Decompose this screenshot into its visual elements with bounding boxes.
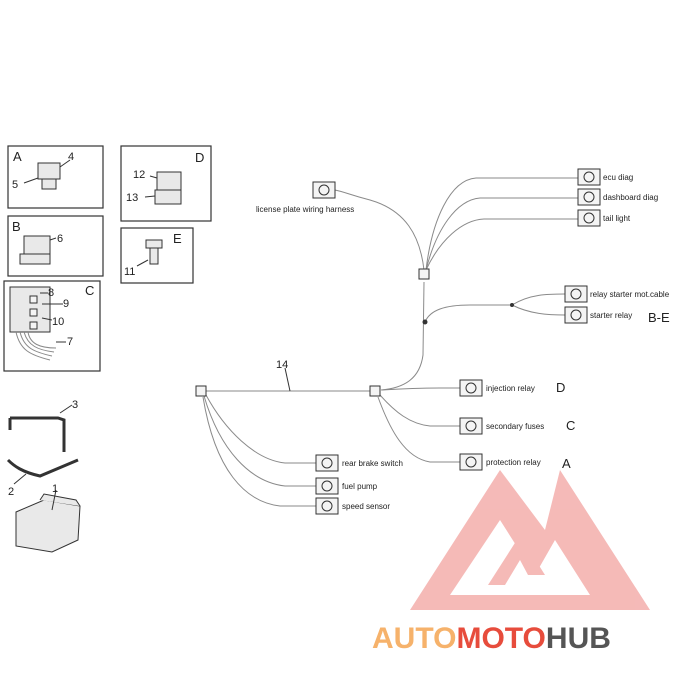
callout-starter-relay: B-E	[648, 310, 670, 325]
connector-secondary-fuses: secondary fuses C	[459, 417, 575, 435]
part-box-b: B 6	[7, 215, 104, 277]
connector-injection-relay: injection relay D	[459, 379, 565, 397]
part-number-6: 6	[57, 233, 63, 245]
box-d-letter: D	[195, 150, 204, 165]
label-rear-brake-switch: rear brake switch	[342, 459, 403, 468]
watermark-logo	[410, 470, 650, 610]
brand-auto: AUTO	[372, 622, 456, 655]
part-number-3: 3	[72, 399, 78, 411]
callout-protection-relay: A	[562, 456, 571, 471]
part-box-a: A 4 5	[7, 145, 104, 209]
part-number-7: 7	[67, 336, 73, 348]
connector-speed-sensor: speed sensor	[315, 497, 390, 515]
connector-tail-light: tail light	[577, 209, 631, 227]
label-secondary-fuses: secondary fuses	[486, 422, 544, 431]
watermark-brand: AUTOMOTOHUB	[372, 622, 611, 655]
label-tail-light: tail light	[603, 214, 631, 223]
part-number-8: 8	[48, 287, 54, 299]
label-injection-relay: injection relay	[486, 384, 535, 393]
relay-b-part	[23, 235, 51, 257]
relay-d-part	[156, 171, 182, 191]
wire-splice-dot-2	[510, 303, 514, 307]
part-number-2: 2	[8, 486, 14, 498]
connector-protection-relay: protection relay A	[459, 453, 571, 471]
part-module-1: 1	[15, 483, 81, 553]
harness-node-upper	[418, 268, 430, 280]
part-number-12: 12	[133, 169, 145, 181]
box-a-letter: A	[13, 149, 22, 164]
part-box-d: D 12 13	[120, 145, 212, 222]
callout-injection-relay: D	[556, 380, 565, 395]
fuse-e-part	[145, 239, 163, 249]
connector-starter-relay: starter relay B-E	[564, 306, 670, 325]
label-starter-relay: starter relay	[590, 311, 632, 320]
label-relay-starter-mot-cable: relay starter mot.cable	[590, 290, 670, 299]
brand-moto: MOTO	[456, 622, 545, 655]
module-body	[15, 499, 81, 553]
connector-fuel-pump: fuel pump	[315, 477, 378, 495]
part-number-5: 5	[12, 179, 18, 191]
logo-mark	[410, 470, 650, 610]
part-number-4: 4	[68, 151, 74, 163]
relay-a-part	[37, 162, 61, 180]
connector-ecu-diag: ecu diag	[577, 168, 633, 186]
connector-dashboard-diag: dashboard diag	[577, 188, 658, 206]
part-number-1: 1	[52, 483, 58, 495]
part-number-9: 9	[63, 298, 69, 310]
connector-license-plate: license plate wiring harness	[256, 181, 354, 214]
label-fuel-pump: fuel pump	[342, 482, 378, 491]
brand-hub: HUB	[546, 622, 611, 655]
part-number-14: 14	[276, 359, 288, 371]
part-number-10: 10	[52, 316, 64, 328]
part-box-c: C 8 9 10 7	[3, 280, 101, 372]
box-b-letter: B	[12, 219, 21, 234]
label-ecu-diag: ecu diag	[603, 173, 633, 182]
harness-node-junction	[369, 385, 381, 397]
connector-relay-starter-mot-cable: relay starter mot.cable	[564, 285, 670, 303]
callout-secondary-fuses: C	[566, 418, 575, 433]
label-dashboard-diag: dashboard diag	[603, 193, 658, 202]
label-speed-sensor: speed sensor	[342, 502, 390, 511]
logo-mark-inner	[488, 535, 545, 585]
harness-node-left	[195, 385, 207, 397]
part-box-e: E 11	[120, 227, 194, 284]
box-c-letter: C	[85, 283, 94, 298]
wire-splice-dot	[422, 319, 428, 325]
harness-wires	[202, 177, 578, 507]
label-protection-relay: protection relay	[486, 458, 541, 467]
part-number-13: 13	[126, 192, 138, 204]
part-number-11: 11	[124, 266, 135, 278]
part-strap-2: 2	[6, 458, 79, 498]
label-license-plate: license plate wiring harness	[256, 205, 354, 214]
box-e-letter: E	[173, 231, 182, 246]
connector-rear-brake-switch: rear brake switch	[315, 454, 403, 472]
part-bracket-3: 3	[8, 399, 78, 452]
